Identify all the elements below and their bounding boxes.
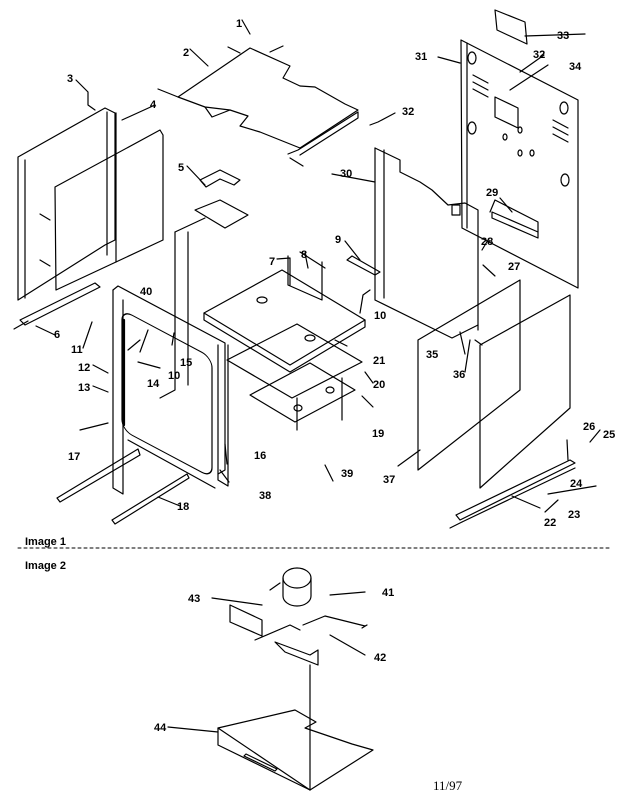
callout-23: 23: [568, 509, 580, 521]
callout-19: 19: [372, 428, 384, 440]
section-label-image-2: Image 2: [25, 560, 66, 572]
callout-26: 26: [583, 421, 595, 433]
callout-18: 18: [177, 501, 189, 513]
part-top-panel: [157, 45, 359, 167]
callout-3: 3: [67, 73, 73, 85]
callout-42: 42: [374, 652, 386, 664]
callout-34: 34: [569, 61, 582, 73]
part-rails: [56, 448, 190, 525]
callout-5: 5: [178, 162, 184, 174]
callout-11: 11: [71, 344, 83, 356]
callout-8: 8: [301, 249, 307, 261]
callout-41: 41: [382, 587, 394, 599]
callout-17: 17: [68, 451, 80, 463]
callout-33: 33: [557, 30, 569, 42]
callout-39: 39: [341, 468, 353, 480]
callout-22: 22: [544, 517, 556, 529]
callout-labels: 1 2 3 4 5 6 7 8 9 10 10 11 12 13 14 15 1…: [54, 18, 615, 734]
part-motor-mount-plate: [217, 709, 374, 791]
callout-6: 6: [54, 329, 60, 341]
callout-37: 37: [383, 474, 395, 486]
part-motor-assembly: [229, 567, 368, 791]
callout-29: 29: [486, 187, 498, 199]
callout-14: 14: [147, 378, 160, 390]
callout-2: 2: [183, 47, 189, 59]
part-side-bracket: [489, 199, 539, 239]
callout-10a: 10: [374, 310, 386, 322]
part-left-side-panels: [13, 107, 164, 330]
callout-27: 27: [508, 261, 520, 273]
part-rear-panel: [460, 9, 579, 289]
callout-38: 38: [259, 490, 271, 502]
part-rear-inner-panel: [346, 147, 479, 339]
callout-36: 36: [453, 369, 465, 381]
callout-20: 20: [373, 379, 385, 391]
callout-32a: 32: [533, 49, 545, 61]
callout-35: 35: [426, 349, 438, 361]
callout-10b: 10: [168, 370, 180, 382]
callout-7: 7: [269, 256, 275, 268]
callout-43: 43: [188, 593, 200, 605]
callout-25: 25: [603, 429, 615, 441]
part-right-side-panels: [417, 279, 576, 529]
leader-lines: [35, 19, 601, 733]
callout-15: 15: [180, 357, 192, 369]
callout-32b: 32: [402, 106, 414, 118]
callout-16: 16: [254, 450, 266, 462]
callout-4: 4: [150, 99, 157, 111]
date-code: 11/97: [433, 778, 463, 793]
callout-9: 9: [335, 234, 341, 246]
callout-21: 21: [373, 355, 385, 367]
callout-30: 30: [340, 168, 352, 180]
callout-31: 31: [415, 51, 427, 63]
part-control-bracket: [159, 169, 249, 399]
section-label-image-1: Image 1: [25, 536, 66, 548]
part-oven-bottom-plates: [203, 251, 366, 431]
callout-28: 28: [481, 236, 493, 248]
callout-24: 24: [570, 478, 583, 490]
callout-44: 44: [154, 722, 167, 734]
callout-12: 12: [78, 362, 90, 374]
part-oven-front-frame: [112, 285, 229, 495]
callout-40: 40: [140, 286, 152, 298]
callout-1: 1: [236, 18, 242, 30]
callout-13: 13: [78, 382, 90, 394]
